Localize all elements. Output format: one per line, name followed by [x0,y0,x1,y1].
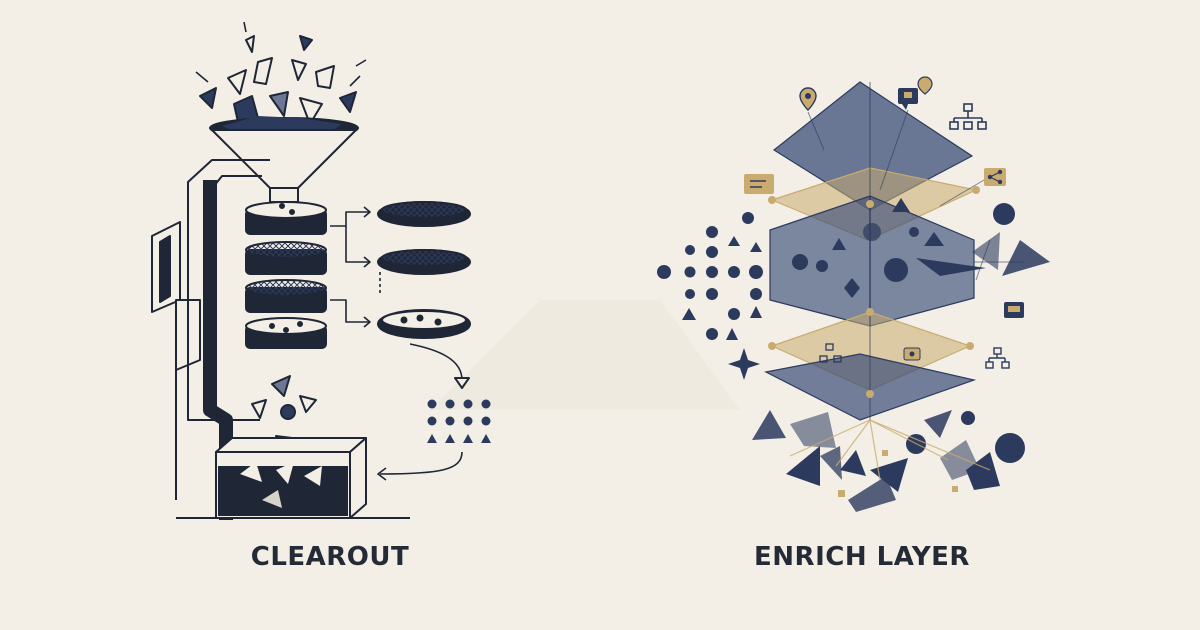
sieve-icon [377,249,471,275]
sieve-icon [245,241,327,275]
curve-arrow [409,343,463,381]
background-swoosh [430,300,740,410]
gold-nodes [768,186,980,398]
input-shape-field [657,212,763,340]
branch-arrows [330,206,381,328]
map-pin-icon [799,87,817,111]
curve-arrow-head [454,377,470,389]
fan-lines [789,419,991,481]
return-arrow [379,451,463,475]
output-shapes-bottom [752,410,1025,512]
layer-stack [764,81,978,421]
bin-icon [215,437,367,519]
clearout-label: CLEAROUT [250,542,410,572]
clearout-machine [151,21,491,520]
org-chart-icon [985,347,1010,369]
enrich-layer-label: ENRICH LAYER [754,542,970,572]
sieve-icon [245,317,327,349]
org-chart-icon [819,343,842,363]
chat-bubble-icon [898,88,918,110]
chat-bubble-icon [1004,302,1024,318]
funnel-icon [209,116,359,203]
map-pin-icon [917,76,933,95]
connector-lines [807,109,1024,281]
sorted-shapes-grid [427,399,491,443]
debris-shards [199,35,357,125]
output-shapes-right [972,203,1050,276]
return-arrow-head [377,467,387,481]
enrich-layer-graphic [657,76,1050,512]
chat-bubble-icon [903,347,921,361]
speed-lines [195,21,367,87]
output-trays [377,201,471,339]
embedded-shapes [792,198,986,298]
org-chart-icon [949,103,987,130]
sparkle [728,348,760,380]
share-icon [984,168,1006,186]
sieve-icon [377,201,471,227]
sieve-icon [245,279,327,313]
sieve-stack [245,201,327,349]
chat-bubble-icon [744,174,774,194]
sieve-icon [377,309,471,339]
machine-pipes [151,159,270,520]
sieve-icon [245,201,327,235]
